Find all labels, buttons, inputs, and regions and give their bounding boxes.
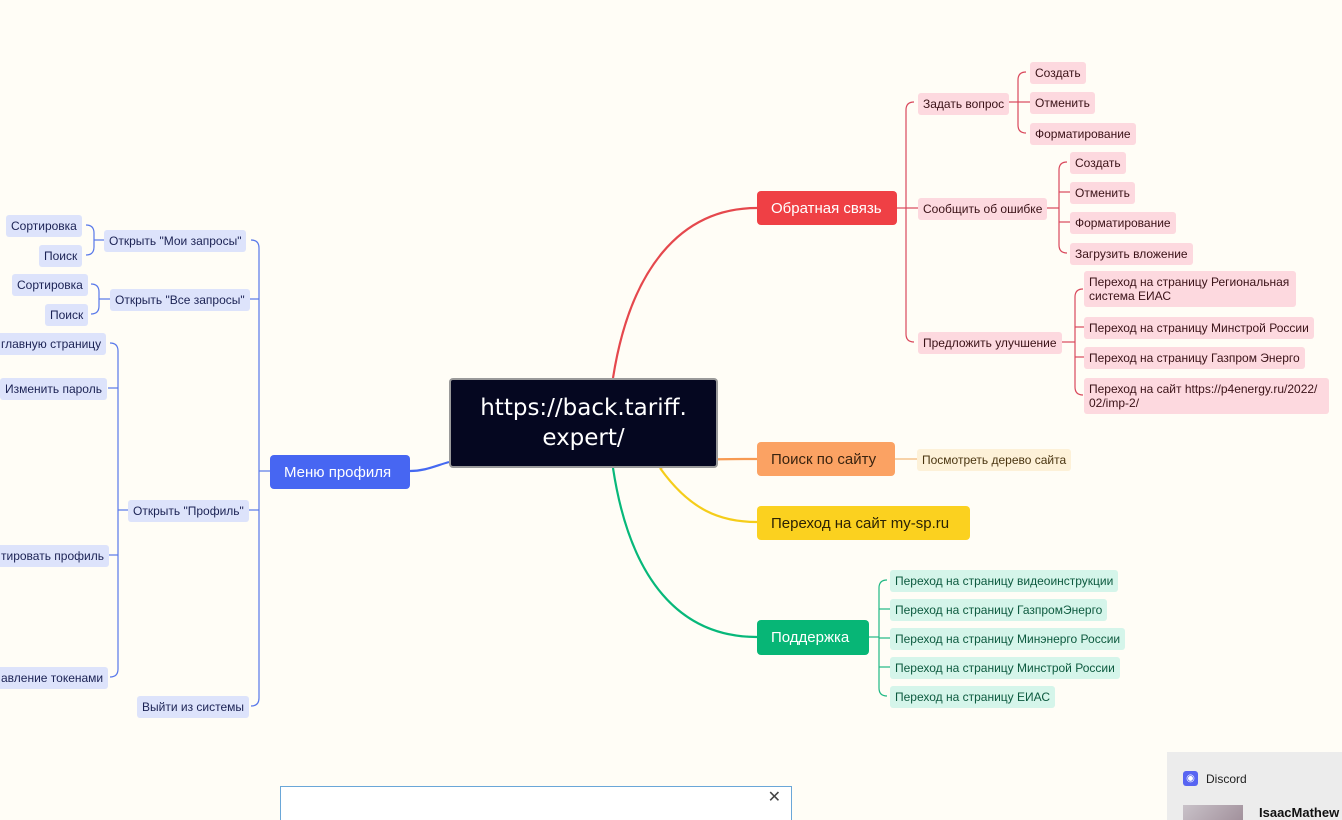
topic-suggest-p4energy[interactable]: Переход на сайт https://p4energy.ru/2022… [1084,378,1329,414]
notification-user: IsaacMathew [1259,805,1340,820]
topic-logout[interactable]: Выйти из системы [137,696,250,718]
topic-ask-question[interactable]: Задать вопрос [918,93,1010,115]
topic-ask-cancel[interactable]: Отменить [1030,92,1095,114]
topic-all-requests[interactable]: Открыть "Все запросы" [110,289,250,311]
branch-profile-menu[interactable]: Меню профиля [270,455,410,489]
branch-support[interactable]: Поддержка [757,620,869,655]
topic-bug-create[interactable]: Создать [1070,152,1126,174]
topic-profile-home[interactable]: главную страницу [0,333,107,355]
topic-profile-tokens[interactable]: авление токенами [0,667,109,689]
topic-support-minenergo[interactable]: Переход на страницу Минэнерго России [890,628,1126,650]
topic-suggest-minstroy[interactable]: Переход на страницу Минстрой России [1084,317,1314,339]
topic-ask-create[interactable]: Создать [1030,62,1086,84]
topic-support-video[interactable]: Переход на страницу видеоинструкции [890,570,1119,592]
bottom-popup: ✕ [280,786,792,820]
close-icon[interactable]: ✕ [767,789,781,806]
notification-app-name: Discord [1206,772,1247,786]
topic-bug-format[interactable]: Форматирование [1070,212,1176,234]
topic-suggest[interactable]: Предложить улучшение [918,332,1062,354]
branch-site-search[interactable]: Поиск по сайту [757,442,895,476]
topic-support-eias[interactable]: Переход на страницу ЕИАС [890,686,1056,708]
topic-my-requests[interactable]: Открыть "Мои запросы" [104,230,247,252]
topic-suggest-gazprom[interactable]: Переход на страницу Газпром Энерго [1084,347,1305,369]
avatar [1183,805,1243,820]
topic-suggest-eias[interactable]: Переход на страницу Региональная система… [1084,271,1296,307]
topic-all-search[interactable]: Поиск [45,304,89,326]
topic-support-minstroy[interactable]: Переход на страницу Минстрой России [890,657,1120,679]
topic-profile-password[interactable]: Изменить пароль [0,378,107,400]
branch-feedback[interactable]: Обратная связь [757,191,897,225]
discord-notification[interactable]: ◉ Discord IsaacMathew [1167,752,1342,820]
topic-my-search[interactable]: Поиск [39,245,83,267]
topic-all-sort[interactable]: Сортировка [12,274,88,296]
central-topic[interactable]: https://back.tariff. expert/ [449,378,718,468]
topic-support-gazprom[interactable]: Переход на страницу ГазпромЭнерго [890,599,1108,621]
topic-profile-edit[interactable]: тировать профиль [0,545,109,567]
discord-icon: ◉ [1183,771,1198,786]
topic-report-bug[interactable]: Сообщить об ошибке [918,198,1048,220]
topic-bug-cancel[interactable]: Отменить [1070,182,1135,204]
topic-my-sort[interactable]: Сортировка [6,215,82,237]
topic-ask-format[interactable]: Форматирование [1030,123,1136,145]
topic-open-profile[interactable]: Открыть "Профиль" [128,500,249,522]
topic-bug-attach[interactable]: Загрузить вложение [1070,243,1193,265]
branch-mysp[interactable]: Переход на сайт my-sp.ru [757,506,970,540]
central-topic-label: https://back.tariff. expert/ [480,395,687,451]
topic-site-tree[interactable]: Посмотреть дерево сайта [917,449,1072,471]
